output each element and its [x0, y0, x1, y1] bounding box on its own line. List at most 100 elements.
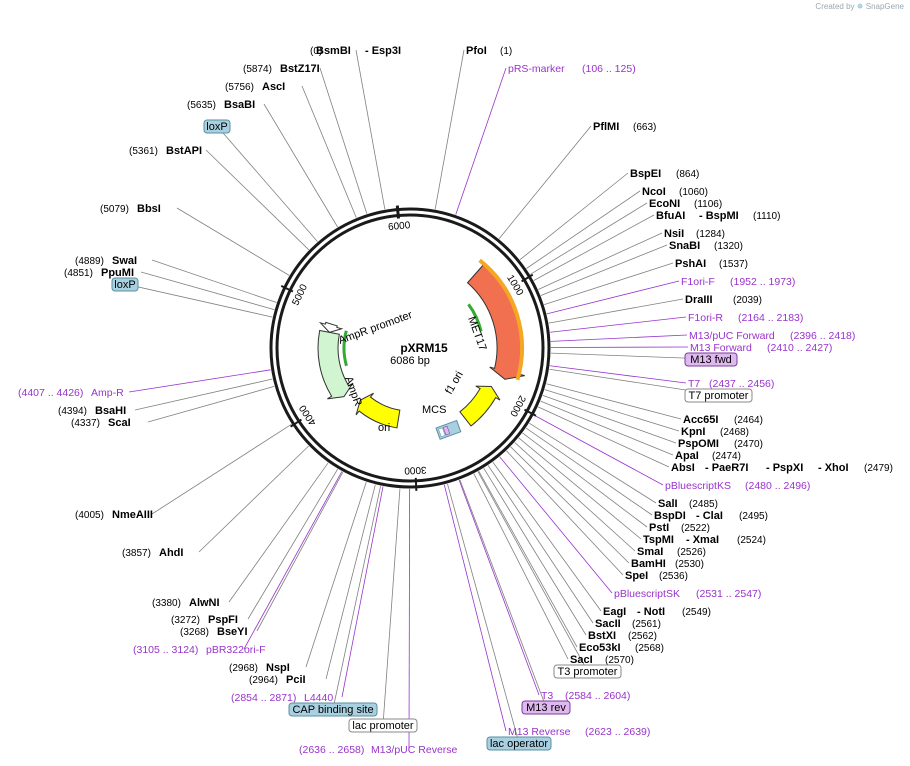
label-leader-lines: [124, 49, 719, 750]
leader-line: [514, 442, 636, 552]
feature-range: (2636 .. 2658): [299, 744, 364, 756]
feature-box-label: lac promoter: [352, 720, 413, 732]
enzyme-name: BbsI: [137, 203, 161, 215]
enzyme-position: (5079): [100, 204, 129, 215]
ring-tick-label: 3000: [404, 464, 427, 476]
feature-range: (2480 .. 2496): [745, 480, 810, 492]
leader-line: [546, 383, 682, 420]
enzyme-position: (2495): [739, 511, 768, 522]
feature-box-label: CAP binding site: [292, 704, 373, 716]
feature-box-label: lac operator: [490, 738, 548, 750]
feature-box: [111, 277, 139, 292]
leader-line: [151, 423, 292, 515]
enzyme-name: ScaI: [108, 417, 131, 429]
feature-box: [684, 352, 738, 367]
enzyme-position: (4337): [71, 418, 100, 429]
feature-name: M13/pUC Forward: [689, 330, 775, 342]
enzyme-position: (3380): [152, 598, 181, 609]
enzyme-position: (2474): [712, 451, 741, 462]
enzyme-name: BspDI: [654, 510, 686, 522]
leader-line: [243, 471, 343, 650]
enzyme-name: PpuMI: [101, 267, 134, 279]
feature-range: (2531 .. 2547): [696, 588, 761, 600]
leader-line: [305, 481, 367, 668]
leader-line: [434, 49, 465, 210]
feature-box-label: M13 rev: [526, 702, 566, 714]
enzyme-name: - XhoI: [818, 462, 849, 474]
enzyme-position: (1060): [679, 187, 708, 198]
inner-feature-label: MET17: [465, 315, 488, 352]
enzyme-position: (5874): [243, 64, 272, 75]
leader-line: [533, 414, 664, 486]
enzyme-name: BstXI: [588, 630, 616, 642]
ring-tick-label: 6000: [388, 220, 412, 233]
leader-line: [530, 202, 648, 275]
enzyme-name: NmeAIII: [112, 509, 153, 521]
leader-line: [506, 450, 624, 576]
feature-box-label: T3 promoter: [558, 666, 618, 678]
feature-name: M13 Reverse: [508, 726, 571, 738]
leader-line: [140, 271, 275, 311]
leader-line: [550, 352, 712, 360]
enzyme-name: SwaI: [112, 255, 137, 267]
leader-line: [124, 283, 273, 318]
feature-range: (2396 .. 2418): [790, 330, 855, 342]
feature-arrow-f1-ori: [459, 385, 501, 427]
enzyme-name: NcoI: [642, 186, 666, 198]
leader-line: [332, 485, 381, 710]
feature-range: (1952 .. 1973): [730, 276, 795, 288]
orange-arc-arrow: [478, 258, 524, 381]
plasmid-name: pXRM15: [400, 341, 448, 355]
enzyme-position: (1106): [694, 199, 722, 210]
feature-name: Amp-R: [91, 387, 124, 399]
feature-name: M13/pUC Reverse: [371, 744, 458, 756]
leader-line: [319, 67, 368, 214]
enzyme-position: (4889): [75, 256, 104, 267]
feature-range: (106 .. 125): [582, 63, 636, 75]
enzyme-name: AhdI: [159, 547, 183, 559]
enzyme-name: - NotI: [637, 606, 665, 618]
enzyme-name: - Esp3I: [365, 45, 401, 57]
feature-box: [288, 702, 378, 717]
enzyme-name: PstI: [649, 522, 669, 534]
enzyme-name: Acc65I: [683, 414, 718, 426]
ring-tick: [414, 477, 418, 491]
enzyme-position: (2524): [737, 535, 766, 546]
enzyme-position: (2479): [864, 463, 893, 474]
ring-tick: [290, 418, 303, 428]
feature-range: (2437 .. 2456): [709, 378, 774, 390]
enzyme-name: PfoI: [466, 45, 487, 57]
leader-line: [510, 446, 630, 564]
enzyme-name: BfuAI: [656, 210, 685, 222]
feature-range: (2584 .. 2604): [565, 690, 630, 702]
leader-line: [256, 471, 344, 632]
feature-range: (2410 .. 2427): [767, 342, 832, 354]
enzyme-name: SpeI: [625, 570, 648, 582]
backbone-inner: [275, 213, 545, 483]
leader-line: [478, 470, 578, 648]
leader-line: [473, 473, 569, 660]
enzyme-position: (2561): [632, 619, 661, 630]
enzyme-name: SnaBI: [669, 240, 700, 252]
enzyme-name: - PspXI: [766, 462, 803, 474]
leader-line: [205, 149, 310, 251]
enzyme-position: (2570): [605, 655, 634, 666]
ring-tick: [280, 284, 294, 293]
enzyme-name: KpnI: [681, 426, 705, 438]
enzyme-position: (2039): [733, 295, 762, 306]
leader-line: [128, 369, 271, 393]
feature-box: [348, 718, 418, 733]
enzyme-name: PshAI: [675, 258, 706, 270]
feature-name: pBluescriptSK: [614, 588, 680, 600]
feature-box-label: loxP: [206, 121, 227, 133]
leader-line: [301, 85, 357, 218]
enzyme-position: (864): [676, 169, 699, 180]
leader-line: [519, 172, 629, 261]
leader-line: [498, 125, 592, 239]
leader-line: [522, 432, 648, 528]
enzyme-name: PspFI: [208, 614, 238, 626]
leader-line: [487, 465, 594, 624]
leader-line: [538, 232, 663, 290]
feature-box-label: loxP: [114, 279, 135, 291]
